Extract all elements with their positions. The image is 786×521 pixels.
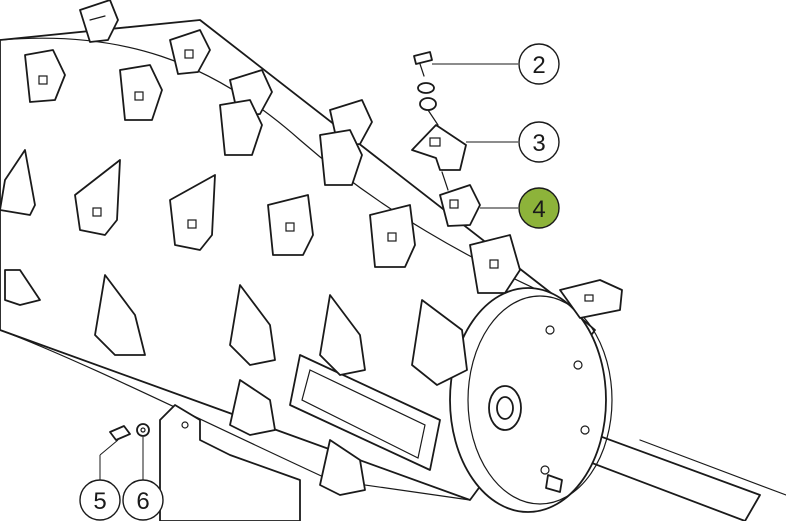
rotor-end-plate	[449, 287, 613, 513]
drum-window	[289, 354, 441, 471]
callout-5: 5	[79, 479, 121, 521]
exploded-fasteners	[411, 51, 481, 227]
callout-label: 4	[532, 196, 545, 223]
callout-3: 3	[518, 121, 560, 163]
callout-label: 6	[136, 488, 149, 515]
callout-6: 6	[122, 479, 164, 521]
callout-label: 5	[93, 488, 106, 515]
flail-holders	[0, 0, 623, 496]
callout-label: 3	[532, 130, 545, 157]
flail-holder-part	[439, 184, 481, 227]
callout-label: 2	[532, 52, 545, 79]
lower-hardware	[109, 404, 301, 521]
callout-4: 4	[518, 187, 560, 229]
clamp-plate	[411, 124, 467, 171]
leader-lines	[99, 63, 518, 480]
callout-2: 2	[518, 43, 560, 85]
